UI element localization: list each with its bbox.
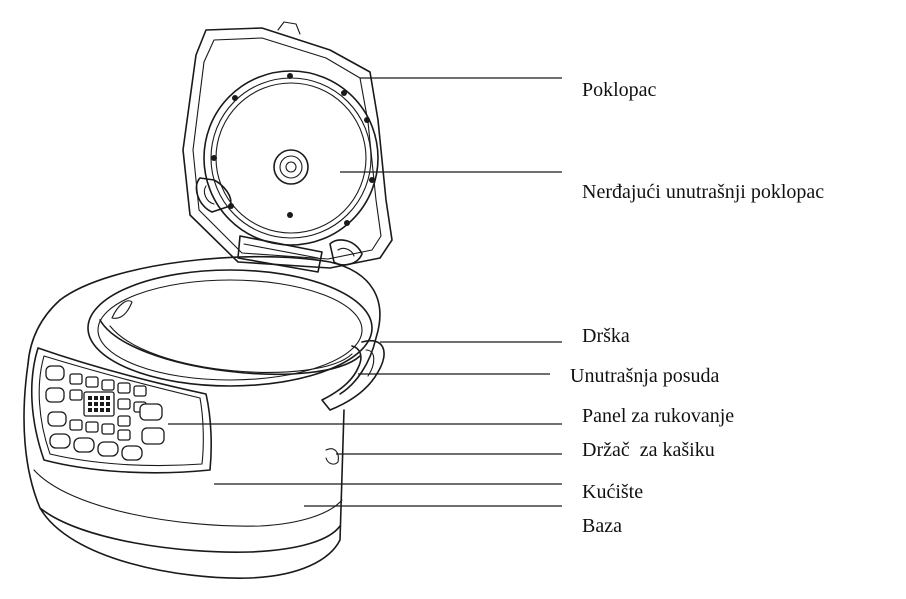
label-poklopac: Poklopac <box>582 80 656 100</box>
label-inner-lid: Nerđajući unutrašnji poklopac <box>582 182 824 202</box>
label-control-panel: Panel za rukovanje <box>582 406 734 426</box>
inner-lid <box>204 71 378 245</box>
label-handle: Drška <box>582 326 630 346</box>
leader-lines <box>168 78 562 506</box>
label-spoon-holder: Držač za kašiku <box>582 440 715 460</box>
label-housing: Kućište <box>582 482 643 502</box>
label-base: Baza <box>582 516 622 536</box>
lid <box>183 22 392 272</box>
label-inner-pot: Unutrašnja posuda <box>570 366 719 386</box>
cooker-body <box>24 257 384 578</box>
